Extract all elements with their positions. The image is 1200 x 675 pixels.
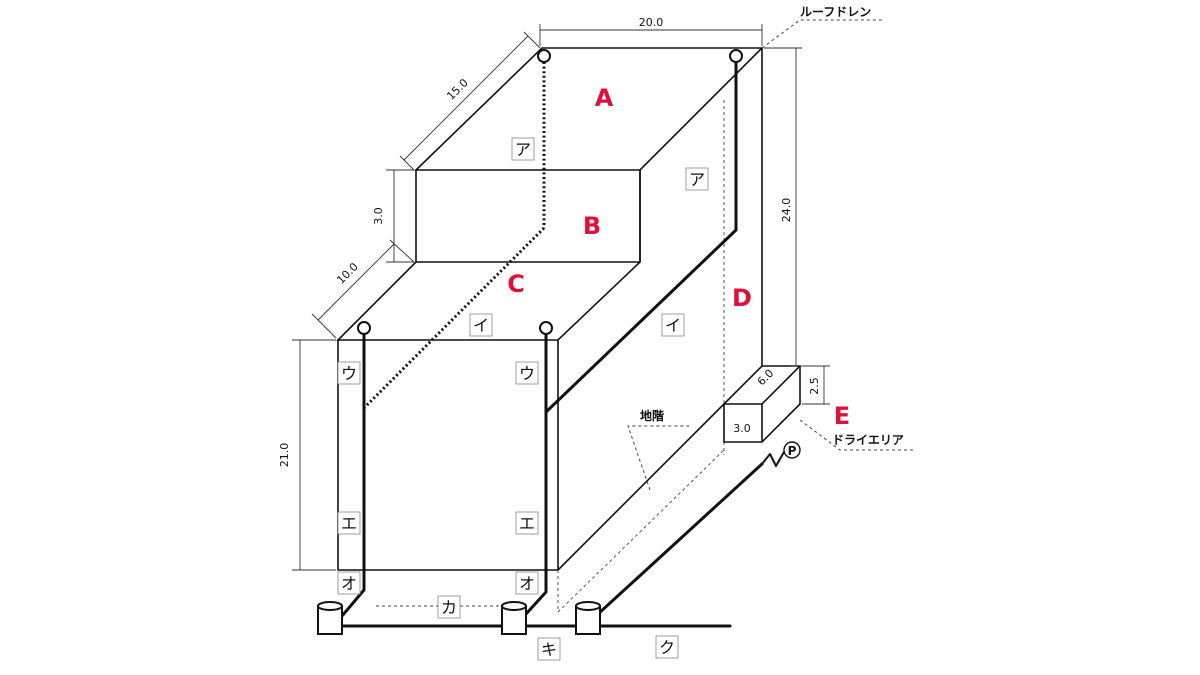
dry-area-leader <box>799 419 916 451</box>
catch-basin-2 <box>501 601 527 635</box>
lower-roof-surface <box>336 261 641 341</box>
svg-text:ク: ク <box>659 638 675 657</box>
roof-drain-head-4 <box>539 321 553 335</box>
svg-text:イ: イ <box>665 316 681 335</box>
kana-label-o1: オ <box>337 571 361 595</box>
svg-text:エ: エ <box>519 514 535 533</box>
roof-top-surface <box>414 47 764 171</box>
svg-text:オ: オ <box>519 574 535 593</box>
roof-drain-leader <box>761 19 882 49</box>
front-lower-face <box>337 340 559 571</box>
surface-a-label: A <box>595 84 614 112</box>
basement-callout: 地階 <box>640 408 664 423</box>
svg-text:ア: ア <box>689 170 705 189</box>
dim-dry-area-width: 3.0 <box>733 422 751 435</box>
surface-b-label: B <box>583 212 601 240</box>
surface-d-label: D <box>732 284 752 312</box>
svg-text:エ: エ <box>341 514 357 533</box>
basement-leader <box>627 425 690 491</box>
pump-symbol: P <box>761 441 801 467</box>
dim-step-depth: 10.0 <box>334 260 361 287</box>
dim-lower-height: 21.0 <box>278 443 291 468</box>
roof-drain-callout: ルーフドレン <box>800 5 871 19</box>
dim-top-width: 20.0 <box>639 16 664 29</box>
pump-label: P <box>788 444 797 458</box>
kana-label-i1: イ <box>469 313 493 337</box>
step-front-face <box>415 170 641 263</box>
building-outline <box>336 47 764 613</box>
hidden-basement-diagonal <box>557 449 725 613</box>
kana-label-e1: エ <box>337 511 361 535</box>
svg-text:イ: イ <box>473 316 489 335</box>
svg-text:ウ: ウ <box>519 364 535 383</box>
pipe-2-route <box>544 60 738 414</box>
svg-text:カ: カ <box>441 598 457 617</box>
kana-label-u2: ウ <box>515 361 539 385</box>
kana-label-a2: ア <box>685 167 709 191</box>
kana-label-ka: カ <box>437 595 461 619</box>
kana-label-a1: ア <box>511 137 535 161</box>
kana-label-ku: ク <box>655 635 679 659</box>
dry-area-box <box>723 365 801 443</box>
dimension-lines <box>292 24 830 571</box>
catch-basin-1 <box>317 601 343 635</box>
drain-pipes <box>338 60 764 628</box>
kana-label-i2: イ <box>661 313 685 337</box>
pipe-1-diagonal <box>362 226 546 410</box>
svg-text:キ: キ <box>541 640 557 659</box>
dim-top-depth: 15.0 <box>444 76 471 103</box>
kana-label-u1: ウ <box>337 361 361 385</box>
kana-label-o2: オ <box>515 571 539 595</box>
svg-text:ア: ア <box>515 140 531 159</box>
svg-text:ウ: ウ <box>341 364 357 383</box>
dry-area-outline <box>723 365 801 443</box>
roof-drain-head-2 <box>729 49 743 63</box>
pipe-4-route <box>524 332 548 616</box>
kana-label-e2: エ <box>515 511 539 535</box>
kana-label-ki: キ <box>537 637 561 661</box>
pump-discharge-pipe <box>596 462 764 616</box>
dry-area-callout: ドライエリア <box>832 433 904 447</box>
surface-c-label: C <box>507 270 525 298</box>
roof-drain-head-3 <box>357 321 371 335</box>
dim-total-height: 24.0 <box>780 198 793 223</box>
dim-step-height: 3.0 <box>372 207 385 225</box>
catch-basin-3 <box>575 601 601 635</box>
surface-e-label: E <box>834 402 850 430</box>
pipe-3-route <box>340 332 366 618</box>
svg-text:オ: オ <box>341 574 357 593</box>
dim-dry-area-height: 2.5 <box>808 377 821 395</box>
roof-drain-head-1 <box>537 49 551 63</box>
base-diagonal <box>557 403 725 571</box>
